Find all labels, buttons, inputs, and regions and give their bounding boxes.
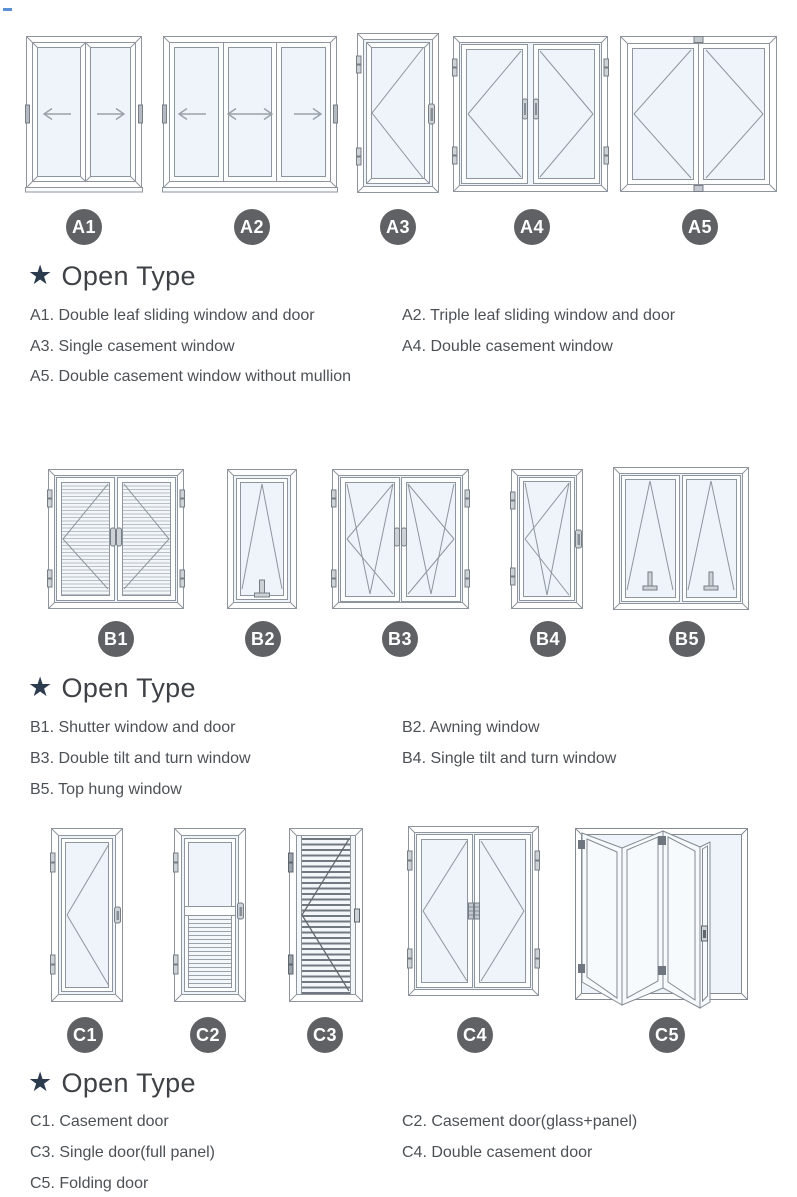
diagram-c2-casement-door-glass-panel [173, 828, 246, 1002]
diagram-b5-top-hung-window [613, 467, 749, 610]
badge-b1: B1 [98, 621, 134, 657]
open-type-item: B4. Single tilt and turn window [402, 750, 617, 767]
open-type-item: B5. Top hung window [30, 781, 182, 798]
open-type-item: B2. Awning window [402, 719, 540, 736]
section-c-heading-label: Open Type [61, 1068, 196, 1098]
badge-b2: B2 [245, 621, 281, 657]
badge-b3: B3 [382, 621, 418, 657]
badge-a3: A3 [380, 209, 416, 245]
diagram-a5-double-casement-window-no-mullion [620, 36, 777, 192]
section-a-heading-label: Open Type [61, 261, 196, 291]
open-type-item: B1. Shutter window and door [30, 719, 236, 736]
section-b-heading: ★ Open Type [28, 673, 196, 704]
diagram-b3-double-tilt-turn-window [331, 469, 470, 609]
diagram-a4-double-casement-window [452, 36, 609, 192]
open-type-item: A3. Single casement window [30, 338, 235, 355]
section-c-heading: ★ Open Type [28, 1068, 196, 1099]
open-type-item: A2. Triple leaf sliding window and door [402, 307, 676, 324]
open-type-row: C3. Single door(full panel) C4. Double c… [0, 1144, 797, 1166]
section-b-heading-label: Open Type [61, 673, 196, 703]
open-type-row: A3. Single casement window A4. Double ca… [0, 338, 797, 360]
section-a-heading: ★ Open Type [28, 261, 196, 292]
diagram-c1-casement-door [50, 828, 123, 1002]
diagram-a3-single-casement-window [356, 33, 439, 193]
open-type-item: B3. Double tilt and turn window [30, 750, 251, 767]
badge-a5: A5 [682, 209, 718, 245]
crop-artifact-mark [3, 8, 12, 11]
open-type-row: A5. Double casement window without mulli… [0, 368, 797, 390]
open-type-row: A1. Double leaf sliding window and door … [0, 307, 797, 329]
open-type-item: C4. Double casement door [402, 1144, 593, 1161]
diagram-b2-awning-window [227, 469, 297, 609]
star-icon: ★ [28, 260, 53, 290]
open-type-item: C1. Casement door [30, 1113, 169, 1130]
diagram-b1-shutter-window [47, 469, 185, 609]
badge-b4: B4 [530, 621, 566, 657]
diagram-a2-triple-leaf-sliding-window [162, 36, 338, 193]
diagram-c4-double-casement-door [407, 826, 540, 996]
diagram-c5-folding-door [575, 828, 748, 1009]
open-type-item: A1. Double leaf sliding window and door [30, 307, 315, 324]
badge-b5: B5 [669, 621, 705, 657]
open-type-item: C2. Casement door(glass+panel) [402, 1113, 638, 1130]
badge-a1: A1 [66, 209, 102, 245]
open-type-row: B1. Shutter window and door B2. Awning w… [0, 719, 797, 741]
diagram-a1-double-leaf-sliding-window [25, 36, 143, 193]
open-type-row: C5. Folding door [0, 1175, 797, 1197]
open-type-item: C5. Folding door [30, 1175, 149, 1192]
badge-c2: C2 [190, 1017, 226, 1053]
badge-a4: A4 [514, 209, 550, 245]
badge-c5: C5 [649, 1017, 685, 1053]
open-type-row: B3. Double tilt and turn window B4. Sing… [0, 750, 797, 772]
diagram-c3-single-door-full-panel [288, 828, 363, 1002]
star-icon: ★ [28, 672, 53, 702]
open-type-row: C1. Casement door C2. Casement door(glas… [0, 1113, 797, 1135]
badge-c1: C1 [67, 1017, 103, 1053]
open-type-item: A5. Double casement window without mulli… [30, 368, 352, 385]
diagram-b4-single-tilt-turn-window [510, 469, 583, 609]
open-type-item: C3. Single door(full panel) [30, 1144, 215, 1161]
badge-c3: C3 [307, 1017, 343, 1053]
open-type-item: A4. Double casement window [402, 338, 613, 355]
open-type-row: B5. Top hung window [0, 781, 797, 803]
badge-a2: A2 [234, 209, 270, 245]
badge-c4: C4 [457, 1017, 493, 1053]
star-icon: ★ [28, 1067, 53, 1097]
